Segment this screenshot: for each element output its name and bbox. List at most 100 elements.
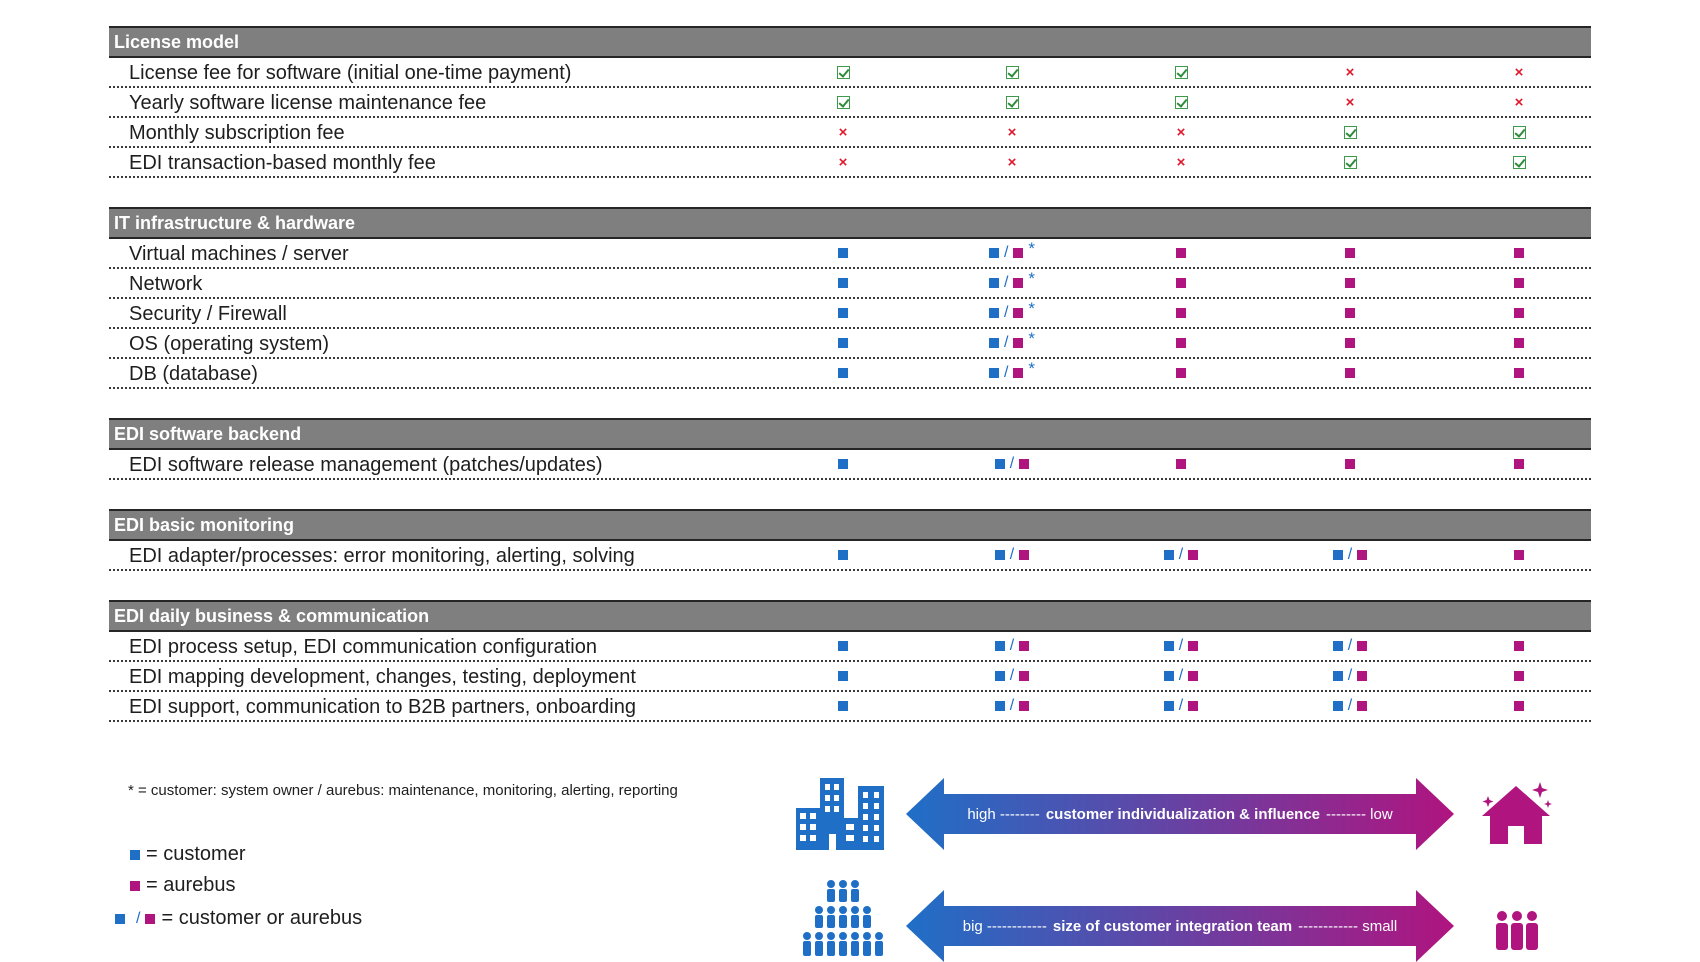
asterisk-marker: * <box>1028 359 1036 378</box>
cell-col-4: / <box>1295 662 1405 690</box>
cell-col-5 <box>1464 118 1574 146</box>
influence-arrow: high -------- customer individualization… <box>906 778 1454 850</box>
section-header: EDI daily business & communication <box>109 600 1591 632</box>
cell-col-3: × <box>1126 118 1236 146</box>
slash-separator: / <box>1009 697 1015 714</box>
table-row: EDI mapping development, changes, testin… <box>109 662 1591 692</box>
cell-col-5: × <box>1464 88 1574 116</box>
cell-col-1 <box>788 662 898 690</box>
cell-col-2: / <box>957 450 1067 478</box>
checkmark-icon <box>1512 155 1526 169</box>
cell-col-1 <box>788 541 898 569</box>
slash-separator: / <box>1009 546 1015 563</box>
influence-low-label: -------- low <box>1326 805 1393 823</box>
aurebus-square-icon <box>1176 278 1186 288</box>
cell-col-4 <box>1295 269 1405 297</box>
aurebus-square-icon <box>1357 550 1368 560</box>
checkmark-icon <box>1174 95 1188 109</box>
cross-icon: × <box>838 123 848 141</box>
checkmark-icon <box>1512 125 1526 139</box>
checkmark-icon <box>1343 125 1357 139</box>
cell-col-1 <box>788 88 898 116</box>
aurebus-square-icon <box>1013 368 1024 378</box>
aurebus-square-icon <box>1013 278 1024 288</box>
customer-square-icon <box>994 641 1005 651</box>
aurebus-square-icon <box>1345 368 1355 378</box>
cell-col-3 <box>1126 450 1236 478</box>
cell-col-2 <box>957 58 1067 86</box>
cell-col-5 <box>1464 359 1574 387</box>
slash-separator: / <box>1178 546 1184 563</box>
table-row: Yearly software license maintenance fee×… <box>109 88 1591 118</box>
table-row: Virtual machines / server/* <box>109 239 1591 269</box>
aurebus-square-icon <box>1514 550 1524 560</box>
customer-square-icon <box>838 671 848 681</box>
legend-either-label: = customer or aurebus <box>161 907 363 929</box>
customer-square-icon <box>988 278 999 288</box>
cross-icon: × <box>1007 153 1017 171</box>
cell-col-2: × <box>957 118 1067 146</box>
slash-separator: / <box>1178 637 1184 654</box>
aurebus-square-icon <box>1357 701 1368 711</box>
aurebus-square-icon <box>1345 308 1355 318</box>
cell-col-3: × <box>1126 148 1236 176</box>
aurebus-square-icon <box>1357 641 1368 651</box>
cell-col-2: × <box>957 148 1067 176</box>
cell-col-1 <box>788 692 898 720</box>
cell-col-2: / <box>957 632 1067 660</box>
aurebus-square-icon <box>1176 338 1186 348</box>
cell-col-2: / <box>957 662 1067 690</box>
cell-col-2: /* <box>957 329 1067 357</box>
aurebus-square-icon <box>1019 550 1030 560</box>
cross-icon: × <box>1176 153 1186 171</box>
cross-icon: × <box>1007 123 1017 141</box>
cell-col-4 <box>1295 299 1405 327</box>
checkmark-icon <box>836 65 850 79</box>
customer-square-icon <box>1163 701 1174 711</box>
cell-col-5 <box>1464 632 1574 660</box>
customer-square-icon <box>1332 671 1343 681</box>
cell-col-5 <box>1464 450 1574 478</box>
aurebus-square-icon <box>1514 308 1524 318</box>
row-label: EDI adapter/processes: error monitoring,… <box>129 545 635 567</box>
cell-col-4 <box>1295 450 1405 478</box>
table-row: OS (operating system)/* <box>109 329 1591 359</box>
table-row: Monthly subscription fee××× <box>109 118 1591 148</box>
checkmark-icon <box>1005 65 1019 79</box>
cell-col-3 <box>1126 329 1236 357</box>
slash-separator: / <box>1003 304 1009 321</box>
customer-square-icon <box>994 701 1005 711</box>
cell-col-5 <box>1464 329 1574 357</box>
table-row: Security / Firewall/* <box>109 299 1591 329</box>
slash-separator: / <box>1178 667 1184 684</box>
team-center-label: size of customer integration team <box>1052 917 1293 935</box>
cell-col-2: / <box>957 541 1067 569</box>
legend-customer: = customer <box>130 843 245 866</box>
cell-col-3: / <box>1126 692 1236 720</box>
aurebus-square-icon <box>1013 248 1024 258</box>
customer-square-icon <box>115 913 125 924</box>
aurebus-square-icon <box>1019 641 1030 651</box>
customer-square-icon <box>988 368 999 378</box>
cross-icon: × <box>1514 93 1524 111</box>
customer-square-icon <box>838 550 848 560</box>
cross-icon: × <box>1514 63 1524 81</box>
section-header: EDI software backend <box>109 418 1591 450</box>
customer-square-icon <box>838 248 848 258</box>
aurebus-square-icon <box>1357 671 1368 681</box>
cell-col-2: /* <box>957 269 1067 297</box>
customer-square-icon <box>988 248 999 258</box>
cell-col-5 <box>1464 148 1574 176</box>
customer-square-icon <box>994 671 1005 681</box>
large-team-icon <box>803 880 883 956</box>
cell-col-5: × <box>1464 58 1574 86</box>
row-label: Network <box>129 273 203 295</box>
cell-col-4 <box>1295 239 1405 267</box>
aurebus-square-icon <box>1013 338 1024 348</box>
customer-square-icon <box>1332 641 1343 651</box>
